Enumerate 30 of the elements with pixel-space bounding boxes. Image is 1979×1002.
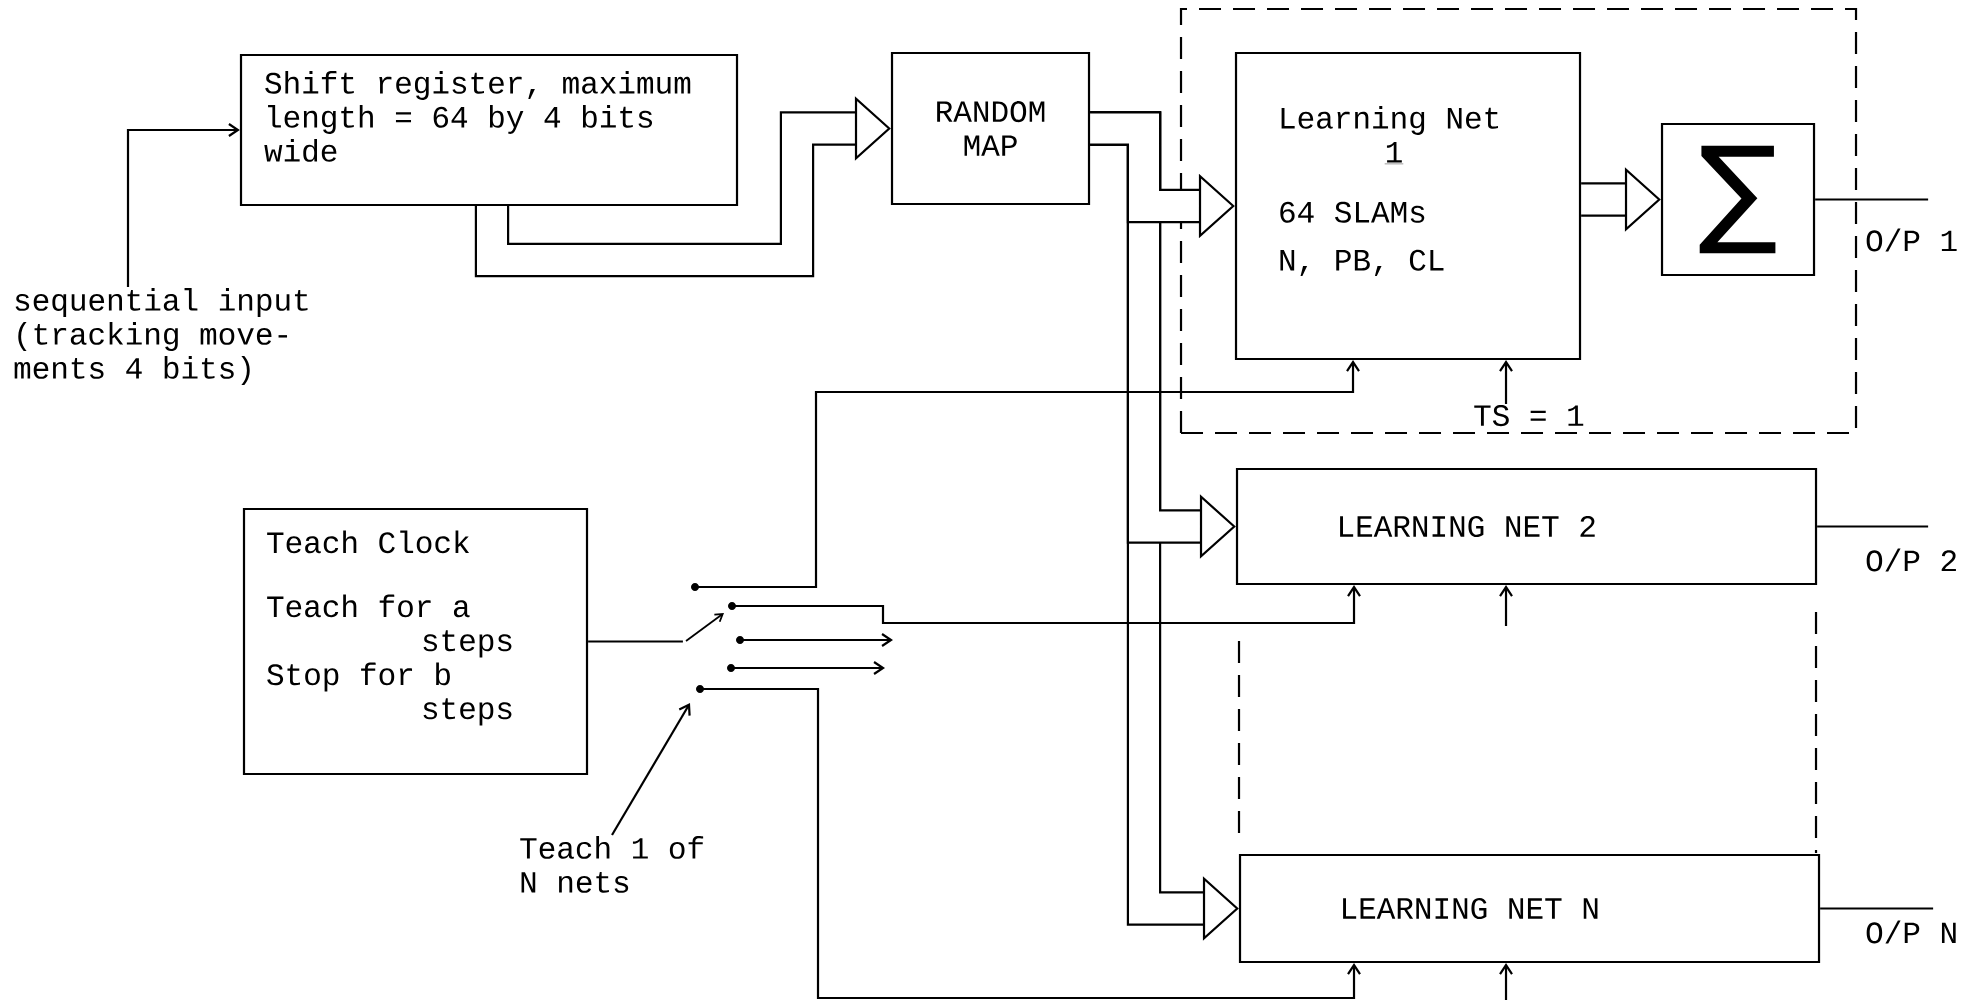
arrow: [740, 633, 893, 647]
group-box: [1179, 7, 1858, 435]
arrow: [732, 585, 1361, 625]
arrow: [1499, 585, 1513, 626]
arrow: [1499, 963, 1513, 1000]
bus-arrow: [474, 96, 891, 278]
output-line: [1815, 198, 1929, 201]
signal-label: TS = 1: [1474, 405, 1584, 427]
switch-drawing: [685, 583, 744, 693]
edge-label: O/P N: [1863, 918, 1961, 946]
arrow: [700, 687, 1361, 1000]
process-box: LEARNING NET N: [1238, 853, 1821, 964]
summation-box: ∑: [1660, 122, 1816, 277]
input-label: sequential input (tracking move- ments 4 bits): [14, 288, 308, 385]
callout-text: Teach 1 of N nets: [520, 836, 704, 893]
arrow: [731, 661, 885, 675]
arrow: [126, 123, 240, 287]
process-box: Learning Net 1 64 SLAMs N, PB, CL: [1234, 51, 1582, 361]
process-box: Shift register, maximum length = 64 by 4 bits wide: [239, 53, 739, 207]
process-box: RANDOM MAP: [890, 51, 1091, 206]
process-box: LEARNING NET 2: [1235, 467, 1818, 586]
arrow: [1499, 360, 1513, 404]
process-box: Teach Clock Teach for a steps Stop for b steps: [242, 507, 589, 776]
edge-label: O/P 2: [1863, 546, 1961, 574]
arrow: [695, 360, 1360, 589]
connector-line: [588, 640, 683, 643]
edge-label: O/P 1: [1863, 226, 1961, 254]
output-line: [1817, 525, 1929, 528]
output-line: [1820, 907, 1934, 910]
arrow: [611, 703, 691, 836]
